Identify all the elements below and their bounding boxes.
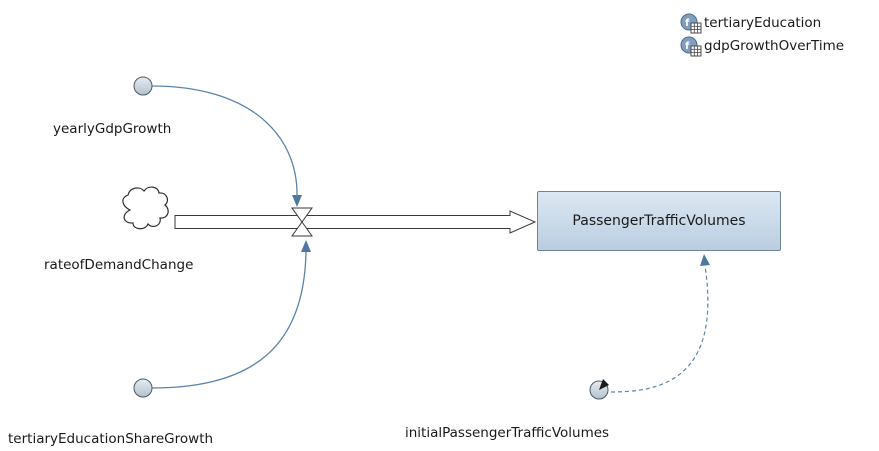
stock-label: PassengerTrafficVolumes <box>572 213 746 229</box>
table-function-label: tertiaryEducation <box>704 14 822 31</box>
table-function-icon: f <box>680 13 702 33</box>
parameter-tertiary-education-share-growth[interactable] <box>133 378 153 398</box>
table-function-item[interactable]: f tertiaryEducation <box>680 11 844 34</box>
table-function-list: f tertiaryEducation f gdpGrowthOverTime <box>680 11 844 57</box>
link-initial-to-stock[interactable] <box>610 254 710 393</box>
cloud-icon[interactable] <box>122 186 169 230</box>
table-function-label: gdpGrowthOverTime <box>704 37 845 54</box>
link-gdp-to-valve[interactable] <box>151 85 302 207</box>
table-function-icon: f <box>680 36 702 56</box>
initial-value-marker-icon <box>599 379 609 390</box>
valve-icon[interactable] <box>291 207 313 237</box>
link-education-to-valve[interactable] <box>151 240 311 389</box>
stock-passenger-traffic-volumes[interactable]: PassengerTrafficVolumes <box>537 191 781 251</box>
svg-text:f: f <box>685 18 690 29</box>
parameter-initial-passenger-traffic-volumes[interactable] <box>589 379 609 400</box>
table-function-item[interactable]: f gdpGrowthOverTime <box>680 34 844 57</box>
label-initial-passenger-traffic-volumes: initialPassengerTrafficVolumes <box>405 425 610 441</box>
label-yearly-gdp-growth: yearlyGdpGrowth <box>53 121 172 137</box>
label-rate-of-demand-change: rateofDemandChange <box>44 257 194 273</box>
parameter-yearly-gdp-growth[interactable] <box>133 76 153 96</box>
flow-pipe[interactable] <box>174 210 537 234</box>
svg-text:f: f <box>685 41 690 52</box>
label-tertiary-education-share-growth: tertiaryEducationShareGrowth <box>8 431 214 447</box>
